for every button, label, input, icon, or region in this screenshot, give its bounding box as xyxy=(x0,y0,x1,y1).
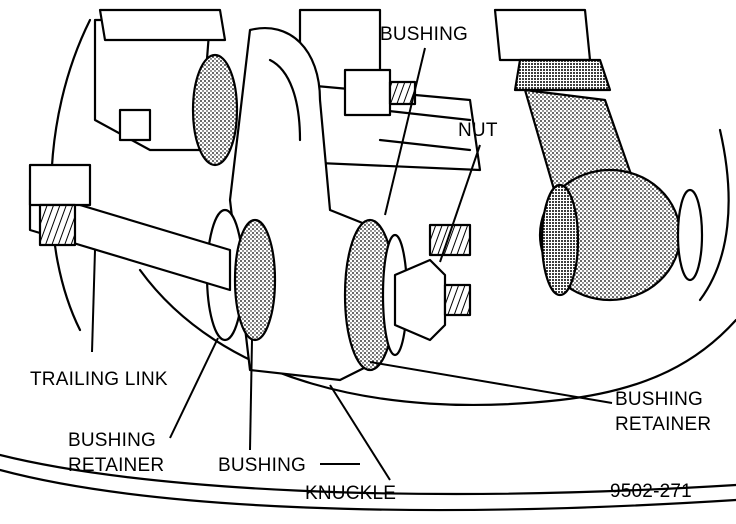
label-bushing-retainer-left-line1: BUSHING xyxy=(68,430,156,451)
label-bushing-retainer-right-line2: RETAINER xyxy=(615,414,711,435)
figure-id: 9502-271 xyxy=(610,481,692,502)
label-nut: NUT xyxy=(458,120,498,141)
label-bushing-top: BUSHING xyxy=(380,24,468,45)
label-bushing-bottom: BUSHING xyxy=(218,455,306,476)
label-trailing-link: TRAILING LINK xyxy=(30,369,168,390)
strut-assembly xyxy=(493,8,704,302)
trailing-link-rod xyxy=(28,163,232,292)
leader-lines xyxy=(91,47,613,481)
upper-bushing xyxy=(118,53,239,167)
label-bushing-retainer-right-line1: BUSHING xyxy=(615,389,703,410)
label-knuckle: KNUCKLE xyxy=(305,483,396,504)
right-bushing-stack xyxy=(343,218,472,372)
center-bolt xyxy=(343,68,417,117)
label-bushing-retainer-left-line2: RETAINER xyxy=(68,455,164,476)
